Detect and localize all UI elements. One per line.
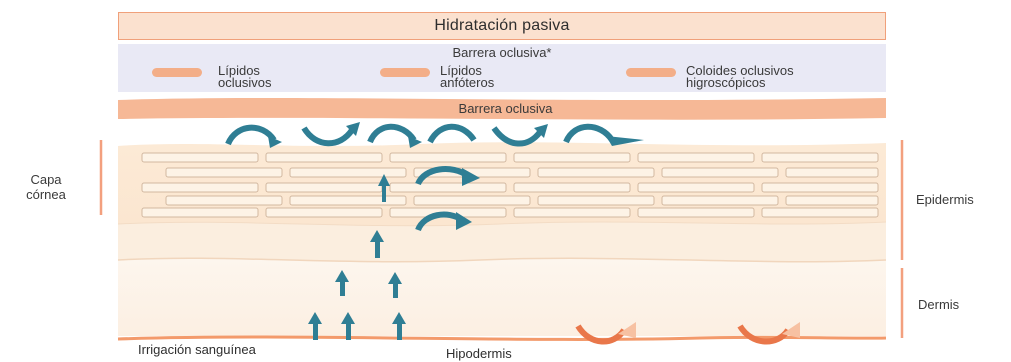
dermis-label: Dermis [918,297,959,312]
stratum-corneum-label: Capa córnea [18,172,74,202]
stratum-corneum-label-line2: córnea [18,187,74,202]
lower-epidermis-layer [118,222,886,262]
occlusive-barrier-label: Barrera oclusiva [0,101,1011,116]
hypodermis-label: Hipodermis [446,346,512,361]
stratum-corneum-label-line1: Capa [18,172,74,187]
blood-supply-label: Irrigación sanguínea [138,342,256,357]
epidermis-label: Epidermis [916,192,974,207]
dermis-layer [118,258,886,336]
